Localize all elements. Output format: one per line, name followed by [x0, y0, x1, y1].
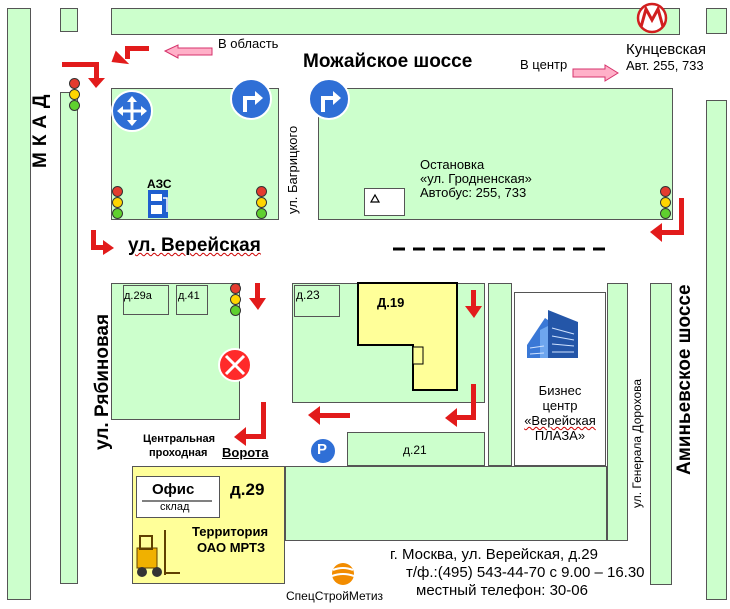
building-d41-label: д.41: [178, 290, 200, 302]
street-vereyskaya: ул. Верейская: [128, 235, 261, 256]
bus-stop-name: «ул. Гродненская»: [420, 171, 532, 186]
arrow-red-gate: [234, 402, 266, 446]
parking-label: P: [317, 441, 328, 458]
block-far-left: [7, 8, 31, 600]
office-subtitle: склад: [160, 501, 190, 513]
metro-station: Кунцевская: [626, 41, 706, 58]
block-aminyevskoe: [650, 283, 672, 585]
direction-to-region: В область: [218, 36, 279, 51]
territory-line2: ОАО МРТЗ: [197, 540, 266, 555]
contact-phone: т/ф.:(495) 543-44-70 с 9.00 – 16.30: [406, 564, 645, 581]
parking-sign-icon: [309, 437, 337, 465]
arrow-pink-to-center: [572, 64, 619, 82]
central-entrance-line2: проходная: [149, 447, 208, 459]
bus-stop-title: Остановка: [420, 157, 485, 172]
gas-station-label: АЗС: [147, 177, 172, 191]
sign-right-turn-2-icon: [308, 78, 350, 120]
arrow-pink-to-region: [163, 44, 213, 59]
street-aminyevskoe: Аминьевское шоссе: [674, 284, 695, 475]
business-center-icon: [527, 310, 578, 358]
arrow-red-mkad-down: [62, 62, 105, 88]
block-generala-dorokhova: [607, 283, 628, 541]
company-name: СпецСтройМетиз: [286, 589, 384, 603]
arrow-red-down-2: [465, 290, 482, 318]
street-mkad: МКАД: [30, 88, 51, 168]
block-top-strip: [111, 8, 680, 35]
traffic-light-3: [256, 186, 267, 219]
no-entry-icon: [218, 348, 252, 382]
building-d23: [294, 285, 340, 317]
metro-logo-icon: [636, 2, 668, 34]
central-entrance-line1: Центральная: [143, 433, 216, 445]
street-mozhayskoe: Можайское шоссе: [303, 51, 473, 72]
traffic-light-4: [660, 186, 671, 219]
business-center-label: Бизнес центр «Верейская ПЛАЗА»: [524, 383, 596, 443]
office-box: [136, 476, 220, 518]
contact-local-phone: местный телефон: 30-06: [416, 582, 588, 599]
building-d29a-label: д.29а: [124, 290, 152, 302]
territory-d29-label: д.29: [230, 480, 265, 499]
arrow-red-left: [308, 406, 350, 425]
building-d19: [357, 282, 458, 391]
metro-logo-letter: М: [645, 6, 646, 7]
territory-line1: Территория: [192, 524, 269, 539]
block-strip-d21: [488, 283, 512, 466]
gate-label: Ворота: [222, 445, 269, 460]
street-ryabinovaya: ул. Рябиновая: [92, 313, 113, 450]
block-top-left-small: [60, 8, 78, 32]
building-d21: [347, 432, 485, 466]
arrow-red-vereyskaya-right: [91, 230, 114, 255]
block-right-strip: [706, 100, 727, 600]
block-bottom-middle: [285, 466, 607, 541]
forklift-icon: [136, 530, 180, 577]
direction-to-center: В центр: [520, 57, 568, 72]
traffic-light-5: [230, 283, 241, 316]
arrow-red-aminyevskoe: [650, 198, 684, 242]
block-top-right-small: [706, 8, 727, 34]
building-d29a: [123, 285, 169, 315]
bus-stop-icon: [369, 193, 381, 203]
fuel-pump-icon: [148, 190, 168, 218]
building-d19-label: Д.19: [377, 295, 405, 310]
sign-roundabout-icon: [111, 90, 153, 132]
office-title: Офис: [152, 481, 195, 498]
building-d41: [176, 285, 208, 315]
arrow-red-top-turn: [111, 46, 149, 65]
street-generala-dorokhova: ул. Генерала Дорохова: [630, 378, 644, 508]
metro-buses: Авт. 255, 733: [626, 58, 704, 73]
arrow-red-down-1: [249, 283, 266, 310]
contact-address: г. Москва, ул. Верейская, д.29: [390, 546, 598, 563]
traffic-light-2: [112, 186, 123, 219]
street-bagritskogo: ул. Багрицкого: [285, 125, 300, 214]
sign-right-turn-icon: [230, 78, 272, 120]
building-d21-label: д.21: [403, 443, 427, 457]
bus-stop-buses: Автобус: 255, 733: [420, 185, 527, 200]
building-d23-label: д.23: [296, 288, 320, 302]
traffic-light-1: [69, 78, 80, 111]
company-logo-icon: [331, 563, 355, 585]
arrow-red-down-left: [445, 384, 476, 427]
